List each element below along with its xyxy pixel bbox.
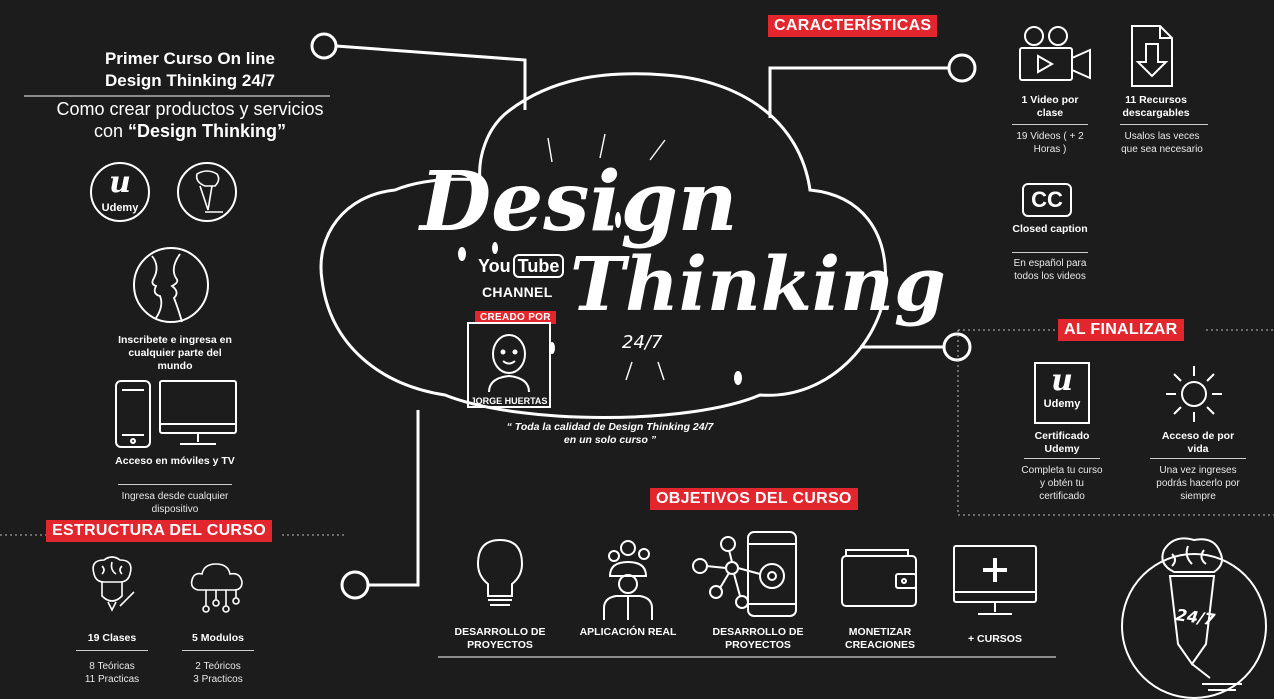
quote-line1: “ Toda la calidad de Design Thinking 24/… <box>506 421 714 433</box>
divider <box>1150 458 1246 459</box>
finalizar-2-title: Acceso de por vida <box>1161 430 1235 455</box>
sun-icon <box>1166 366 1222 422</box>
divider <box>1012 124 1088 125</box>
course-subtitle-line2: con “Design Thinking” <box>93 121 287 141</box>
udemy-label: Udemy <box>101 202 139 214</box>
cloud-network-icon <box>190 563 243 613</box>
course-subtitle-line1: Como crear productos y servicios <box>56 99 324 119</box>
caracteristica-1-title: 1 Video por clase <box>1021 94 1079 119</box>
objetivo-3-title: DESARROLLO DE PROYECTOS <box>712 626 804 651</box>
finalizar-2-desc: Una vez ingreses podrás hacerlo por siem… <box>1156 465 1240 502</box>
al-finalizar-tag: AL FINALIZAR <box>1058 319 1184 341</box>
lightbulb-icon <box>476 538 524 606</box>
estructura-item-1-title: 19 Clases <box>87 632 137 644</box>
divider <box>118 484 232 485</box>
access-desc: Ingresa desde cualquier dispositivo <box>121 491 229 515</box>
caracteristica-3-desc: En español para todos los videos <box>1013 258 1087 282</box>
estructura-item-2-desc2: 3 Practicos <box>193 674 243 685</box>
certificate-udemy-letter: u <box>1051 363 1073 398</box>
author-avatar-box <box>467 322 551 408</box>
youtube-you: You <box>478 256 511 276</box>
divider <box>76 650 148 651</box>
brain-pencil-circle-icon <box>177 162 237 222</box>
udemy-logo: u Udemy <box>89 161 151 223</box>
objetivos-tag: OBJETIVOS DEL CURSO <box>650 488 858 510</box>
finalizar-1-title: Certificado Udemy <box>1034 430 1090 455</box>
quote-line2: en un solo curso ” <box>563 434 657 446</box>
youtube-tube: Tube <box>512 254 565 278</box>
objetivo-5-title: + CURSOS <box>968 633 1022 645</box>
logo-word-thinking: Thinking <box>570 242 946 328</box>
finalizar-1-desc: Completa tu curso y obtén tu certificado <box>1021 465 1103 502</box>
quote: “ Toda la calidad de Design Thinking 24/… <box>470 421 750 447</box>
certificate-udemy-label: Udemy <box>1043 398 1081 410</box>
logo-word-design: Design <box>418 154 738 250</box>
caracteristica-3-title: Closed caption <box>1012 223 1088 235</box>
udemy-certificate-icon: u Udemy <box>1034 362 1090 424</box>
worker-gears-icon <box>603 540 653 620</box>
youtube-channel: CHANNEL <box>482 284 553 300</box>
design-thinking-logo: Design Thinking 24/7 <box>418 133 946 385</box>
estructura-tag: ESTRUCTURA DEL CURSO <box>46 520 273 542</box>
monitor-plus-icon <box>953 545 1037 615</box>
devices-icon <box>115 380 237 448</box>
access-title: Acceso en móviles y TV <box>115 455 235 467</box>
course-title-block: Primer Curso On line Design Thinking 24/… <box>40 48 340 142</box>
objetivo-2-title: APLICACIÓN REAL <box>579 626 677 638</box>
caracteristicas-tag: CARACTERÍSTICAS <box>768 15 938 37</box>
caracteristica-2-title: 11 Recursos descargables <box>1122 94 1190 119</box>
udemy-letter: u <box>109 165 131 200</box>
video-camera-icon <box>1019 26 1091 81</box>
faces-profile-icon <box>133 247 209 323</box>
download-file-icon <box>1131 25 1173 87</box>
logo-sub: 24/7 <box>622 332 663 353</box>
divider <box>1024 458 1100 459</box>
estructura-item-1-desc1: 8 Teóricas <box>89 661 135 672</box>
caracteristica-1-desc: 19 Videos ( + 2 Horas ) <box>1016 131 1084 155</box>
pencil-brain-badge-icon: 24/7 <box>1121 537 1267 699</box>
objetivo-1-title: DESARROLLO DE PROYECTOS <box>454 626 546 651</box>
brain-pencil-icon <box>92 556 135 612</box>
course-title-line1: Primer Curso On line <box>104 49 276 68</box>
phone-network-icon <box>692 531 797 617</box>
estructura-item-1-desc2: 11 Practicas <box>84 674 140 685</box>
author-name: JORGE HUERTAS <box>470 396 548 406</box>
udemy-circle-icon <box>90 162 150 222</box>
divider <box>1012 252 1088 253</box>
wallet-icon <box>841 549 917 607</box>
estructura-item-2-title: 5 Modulos <box>192 632 244 644</box>
closed-caption-icon: CC <box>1022 183 1072 217</box>
created-by-tag: CREADO POR <box>475 311 556 324</box>
divider <box>1120 124 1208 125</box>
avatar-face-icon <box>488 334 530 393</box>
divider <box>182 650 254 651</box>
objetivo-4-title: MONETIZAR CREACIONES <box>844 626 915 651</box>
course-title-line2: Design Thinking 24/7 <box>104 71 276 90</box>
caracteristica-2-desc: Usalos las veces que sea necesario <box>1121 131 1203 155</box>
inscribe-text: Inscribete e ingresa en cualquier parte … <box>118 334 232 372</box>
estructura-item-2-desc1: 2 Teóricos <box>195 661 241 672</box>
